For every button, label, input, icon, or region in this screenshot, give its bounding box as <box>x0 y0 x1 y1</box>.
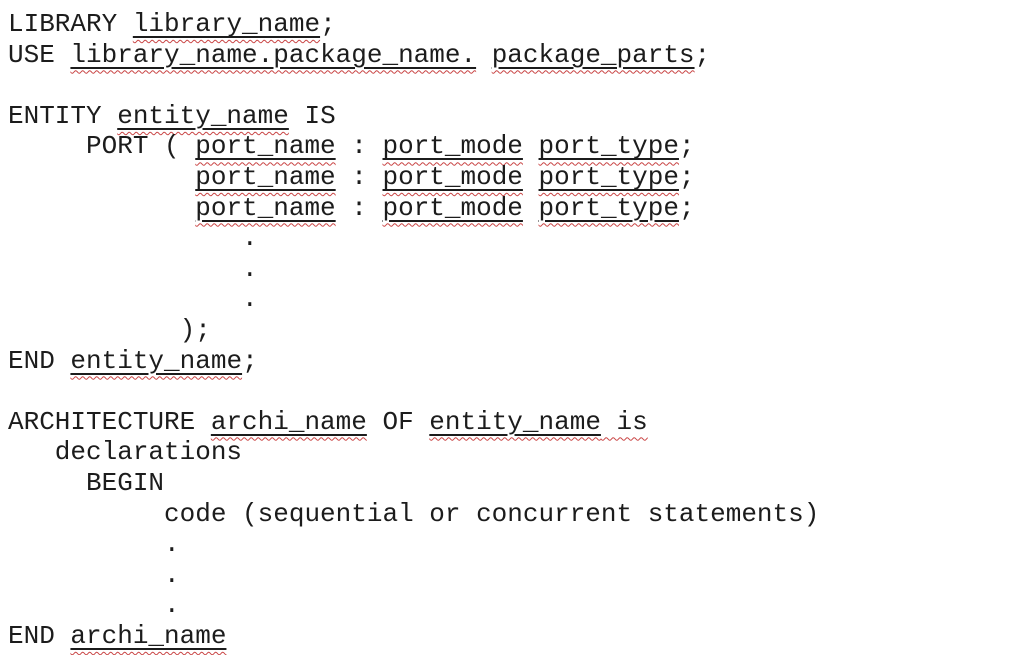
code-text: declarations <box>8 437 243 468</box>
identifier-placeholder: port_mode <box>382 131 523 162</box>
code-text: ARCHITECTURE <box>8 406 211 437</box>
spellcheck-squiggle: entity_name <box>429 407 601 437</box>
identifier-placeholder: port_mode <box>382 161 523 192</box>
code-text: END <box>8 345 71 376</box>
code-text: . <box>8 559 180 590</box>
code-text: . <box>8 223 258 254</box>
blank-line <box>8 376 1024 407</box>
identifier-placeholder: entity_name <box>70 345 243 376</box>
code-text <box>8 162 195 192</box>
code-text: . <box>8 284 258 315</box>
code-text: USE <box>8 39 71 70</box>
code-line: code (sequential or concurrent statement… <box>8 499 1024 530</box>
code-line: . <box>8 590 1024 621</box>
spellcheck-squiggle: library_name.package_name. <box>70 40 476 70</box>
code-line: declarations <box>8 437 1024 468</box>
code-line: END entity_name; <box>8 346 1024 377</box>
code-line: . <box>8 223 1024 254</box>
identifier-placeholder: entity_name <box>429 406 601 437</box>
code-line: ); <box>8 315 1024 346</box>
spellcheck-squiggle: port_mode <box>382 162 522 192</box>
identifier-placeholder: port_type <box>538 161 679 192</box>
identifier-placeholder: package_parts <box>491 39 695 70</box>
identifier-placeholder: archi_name <box>70 620 227 651</box>
spellcheck-squiggle: port_name <box>195 162 335 192</box>
identifier-placeholder: library_name.package_name. <box>70 39 477 70</box>
code-text <box>476 40 492 70</box>
identifier-placeholder: archi_name <box>210 406 367 437</box>
spellcheck-squiggle: port_mode <box>382 131 522 161</box>
identifier-placeholder: port_type <box>538 192 679 223</box>
code-text: PORT ( <box>8 131 196 162</box>
spellcheck-squiggle: port_mode <box>382 193 522 223</box>
code-text: code (sequential or concurrent statement… <box>8 498 820 529</box>
code-text: . <box>8 253 258 284</box>
code-line: PORT ( port_name : port_mode port_type; <box>8 131 1024 162</box>
code-line: . <box>8 560 1024 591</box>
code-text: : <box>335 131 383 162</box>
spellcheck-squiggle: archi_name <box>70 621 226 651</box>
code-line: . <box>8 284 1024 315</box>
identifier-placeholder: port_mode <box>382 192 523 223</box>
code-text: . <box>8 590 180 621</box>
spellcheck-squiggle: entity_name <box>70 346 242 376</box>
code-text: : <box>335 192 383 223</box>
code-text: BEGIN <box>8 467 165 498</box>
code-text: ); <box>8 314 211 345</box>
spellcheck-squiggle: port_type <box>539 193 679 223</box>
spellcheck-squiggle: package_parts <box>492 40 695 70</box>
code-line: . <box>8 254 1024 285</box>
identifier-placeholder: port_name <box>195 161 336 192</box>
code-text <box>523 131 539 161</box>
spellcheck-squiggle: library_name <box>133 9 320 39</box>
spellcheck-squiggle: port_name <box>195 131 335 161</box>
code-text <box>8 193 195 223</box>
identifier-placeholder: library_name <box>132 9 321 39</box>
code-line: ARCHITECTURE archi_name OF entity_name i… <box>8 407 1024 438</box>
code-text: ; <box>678 161 695 192</box>
code-text: ; <box>320 9 336 39</box>
code-line: USE library_name.package_name. package_p… <box>8 40 1024 71</box>
code-line: ENTITY entity_name IS <box>8 101 1024 132</box>
spellcheck-squiggle: archi_name <box>211 407 367 437</box>
spellcheck-squiggle: entity_name <box>117 101 289 131</box>
code-text: OF <box>366 406 430 437</box>
code-line: LIBRARY library_name; <box>8 9 1024 40</box>
spellcheck-squiggle: port_type <box>539 162 679 192</box>
code-text: END <box>8 620 71 651</box>
blank-line <box>8 70 1024 101</box>
code-text: ENTITY <box>8 100 118 131</box>
code-text: ; <box>694 39 711 70</box>
code-line: END archi_name <box>8 621 1024 652</box>
code-line: port_name : port_mode port_type; <box>8 162 1024 193</box>
code-text <box>523 162 539 192</box>
spellcheck-squiggle: is <box>600 406 648 437</box>
code-text: ; <box>242 345 258 376</box>
code-text: ; <box>678 192 695 223</box>
spellcheck-squiggle: port_type <box>539 131 679 161</box>
code-text: ; <box>678 131 695 162</box>
code-line: . <box>8 529 1024 560</box>
code-line: BEGIN <box>8 468 1024 499</box>
code-text: LIBRARY <box>8 9 133 39</box>
identifier-placeholder: port_name <box>195 192 336 223</box>
identifier-placeholder: entity_name <box>117 100 289 131</box>
code-text: IS <box>288 100 336 131</box>
code-text <box>523 193 539 223</box>
code-text: . <box>8 529 180 560</box>
code-line: port_name : port_mode port_type; <box>8 193 1024 224</box>
spellcheck-squiggle: port_name <box>195 193 335 223</box>
identifier-placeholder: port_name <box>195 131 336 162</box>
code-text: : <box>335 161 383 192</box>
identifier-placeholder: port_type <box>538 131 679 162</box>
